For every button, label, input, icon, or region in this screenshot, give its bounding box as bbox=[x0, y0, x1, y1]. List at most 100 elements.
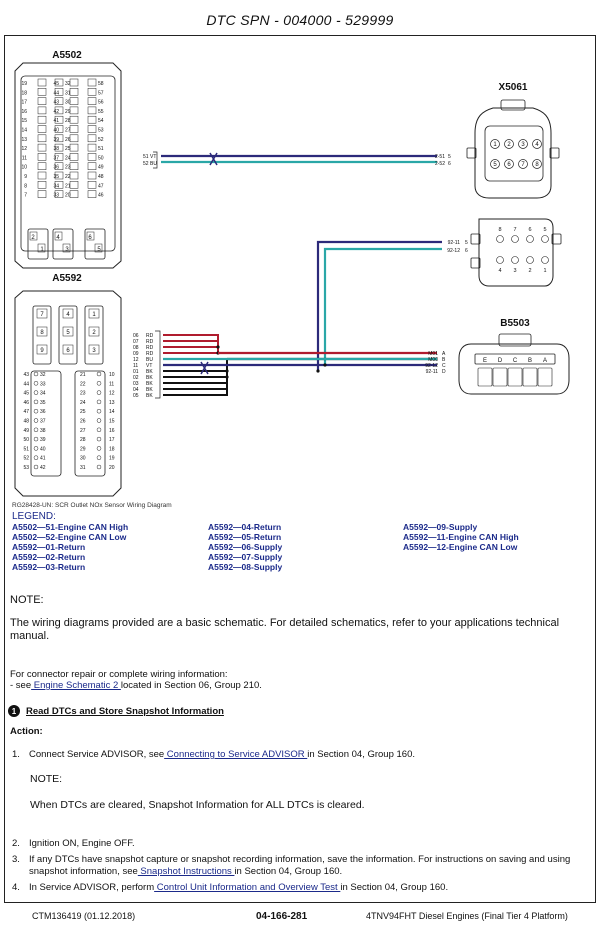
pin-cavity bbox=[37, 106, 47, 115]
pin-cavity bbox=[69, 162, 79, 170]
pin-cavity bbox=[36, 344, 48, 355]
pin-number: 35 bbox=[53, 174, 59, 180]
pin-cavity bbox=[37, 190, 47, 198]
wire-color-label: BU bbox=[150, 161, 157, 167]
note-heading: NOTE: bbox=[10, 594, 44, 606]
pin-number: 22 bbox=[80, 381, 86, 387]
pin-number: 32 bbox=[40, 372, 46, 378]
legend-entry: A5592—12-Engine CAN Low bbox=[403, 542, 518, 552]
pin-cavity bbox=[87, 88, 97, 96]
pin-cavity bbox=[62, 243, 71, 253]
pin-number: 17 bbox=[21, 100, 27, 106]
wire-pin-label: 02 bbox=[133, 375, 139, 381]
pin-socket bbox=[518, 139, 528, 149]
content-frame bbox=[4, 35, 596, 903]
connector-b5503-face bbox=[474, 353, 556, 365]
pin-number: 40 bbox=[53, 128, 59, 134]
pin-number: 36 bbox=[53, 165, 59, 171]
pin-number: 19 bbox=[21, 81, 27, 87]
connector-a5502 bbox=[14, 62, 122, 269]
pin-cavity bbox=[37, 97, 47, 105]
splice-dot bbox=[323, 363, 327, 367]
pin-number: 43 bbox=[23, 372, 29, 378]
pin-socket bbox=[532, 159, 542, 169]
control-unit-test-link[interactable]: Control Unit Information and Overview Te… bbox=[154, 882, 341, 893]
pin-number: 45 bbox=[23, 391, 29, 397]
pin-number: 37 bbox=[40, 419, 46, 425]
step-heading: 1 Read DTCs and Store Snapshot Informati… bbox=[8, 705, 224, 717]
connector-mating-tab bbox=[470, 233, 481, 245]
repair-suffix: located in Section 06, Group 210. bbox=[120, 680, 262, 691]
pin-number: 33 bbox=[53, 193, 59, 199]
pin-number: 50 bbox=[98, 155, 104, 161]
connecting-service-advisor-link[interactable]: Connecting to Service ADVISOR bbox=[164, 749, 308, 760]
repair-line: For connector repair or complete wiring … bbox=[10, 669, 228, 680]
pin-socket bbox=[96, 390, 102, 395]
pin-number: 20 bbox=[65, 193, 71, 199]
item-text-suffix: in Section 04, Group 160. bbox=[234, 866, 343, 877]
pin-number: 40 bbox=[40, 446, 46, 452]
pin-cavity bbox=[88, 326, 100, 337]
pin-socket bbox=[33, 381, 39, 386]
engine-schematic-link[interactable]: Engine Schematic 2 bbox=[31, 680, 121, 691]
legend-entry: A5502—51-Engine CAN High bbox=[12, 522, 129, 532]
pin-cavity bbox=[54, 78, 64, 87]
pin-cavity bbox=[69, 143, 79, 152]
pin-cavity bbox=[87, 134, 97, 143]
pin-cavity bbox=[69, 134, 79, 143]
pin-number: 50 bbox=[23, 437, 29, 443]
wire-pin-label: 6 bbox=[448, 161, 451, 167]
pin-socket bbox=[96, 427, 102, 433]
pin-cavity bbox=[54, 125, 64, 133]
pin-number: 3 bbox=[65, 247, 69, 253]
wire-pin-label: C bbox=[442, 363, 446, 369]
pin-number: 7 bbox=[513, 227, 516, 233]
pin-number: 25 bbox=[65, 146, 71, 152]
pin-socket bbox=[96, 455, 102, 460]
pin-number: D bbox=[498, 358, 503, 364]
item-number: 2. bbox=[12, 838, 20, 849]
item-number: 4. bbox=[12, 882, 20, 893]
wire-pin-label: 01 bbox=[133, 369, 139, 375]
wire-label: 92-11 bbox=[426, 369, 439, 375]
wire-color-label: VT bbox=[146, 363, 152, 369]
pin-number: 13 bbox=[109, 400, 115, 406]
snapshot-instructions-link[interactable]: Snapshot Instructions bbox=[137, 866, 235, 877]
pin-number: 37 bbox=[53, 155, 59, 161]
pin-number: 4 bbox=[56, 235, 60, 241]
pin-number: E bbox=[483, 358, 487, 364]
pin-number: 54 bbox=[98, 118, 104, 124]
list-item: 1. Connect Service ADVISOR, see Connecti… bbox=[12, 749, 590, 761]
legend-column-3: A5592—09-Supply A5592—11-Engine CAN High… bbox=[403, 522, 519, 552]
pin-number: 39 bbox=[40, 437, 46, 443]
pin-socket bbox=[33, 427, 39, 433]
pin-cavity bbox=[54, 153, 64, 161]
wire-label: 2-52 bbox=[435, 161, 445, 167]
legend-entry: A5592—03-Return bbox=[12, 562, 86, 572]
pin-number: 28 bbox=[65, 118, 71, 124]
item-number: 1. bbox=[12, 749, 20, 760]
pin-cavity bbox=[37, 134, 47, 143]
action-label: Action: bbox=[10, 726, 43, 737]
pin-cavity bbox=[54, 190, 64, 198]
connector-x5061-face bbox=[484, 125, 544, 182]
pin-socket bbox=[541, 235, 549, 243]
pin-number: 30 bbox=[65, 100, 71, 106]
wire-pin-label: 04 bbox=[133, 387, 139, 393]
pin-number: 5 bbox=[543, 227, 546, 233]
pin-number: 8 bbox=[535, 162, 539, 168]
item-text-suffix: in Section 04, Group 160. bbox=[340, 882, 449, 893]
pin-number: 12 bbox=[21, 146, 27, 152]
pin-cavity bbox=[62, 344, 74, 355]
pin-cavity bbox=[87, 143, 97, 152]
pin-socket bbox=[490, 139, 500, 149]
legend-heading: LEGEND: bbox=[12, 511, 56, 522]
wire-return bbox=[163, 359, 228, 390]
pin-number: 5 bbox=[66, 330, 70, 336]
wire-label: 2-51 bbox=[435, 154, 445, 160]
pin-number: 26 bbox=[80, 419, 86, 425]
pin-block bbox=[58, 305, 78, 365]
pin-cavity bbox=[87, 97, 97, 105]
legend-entry: A5592—09-Supply bbox=[403, 522, 478, 532]
